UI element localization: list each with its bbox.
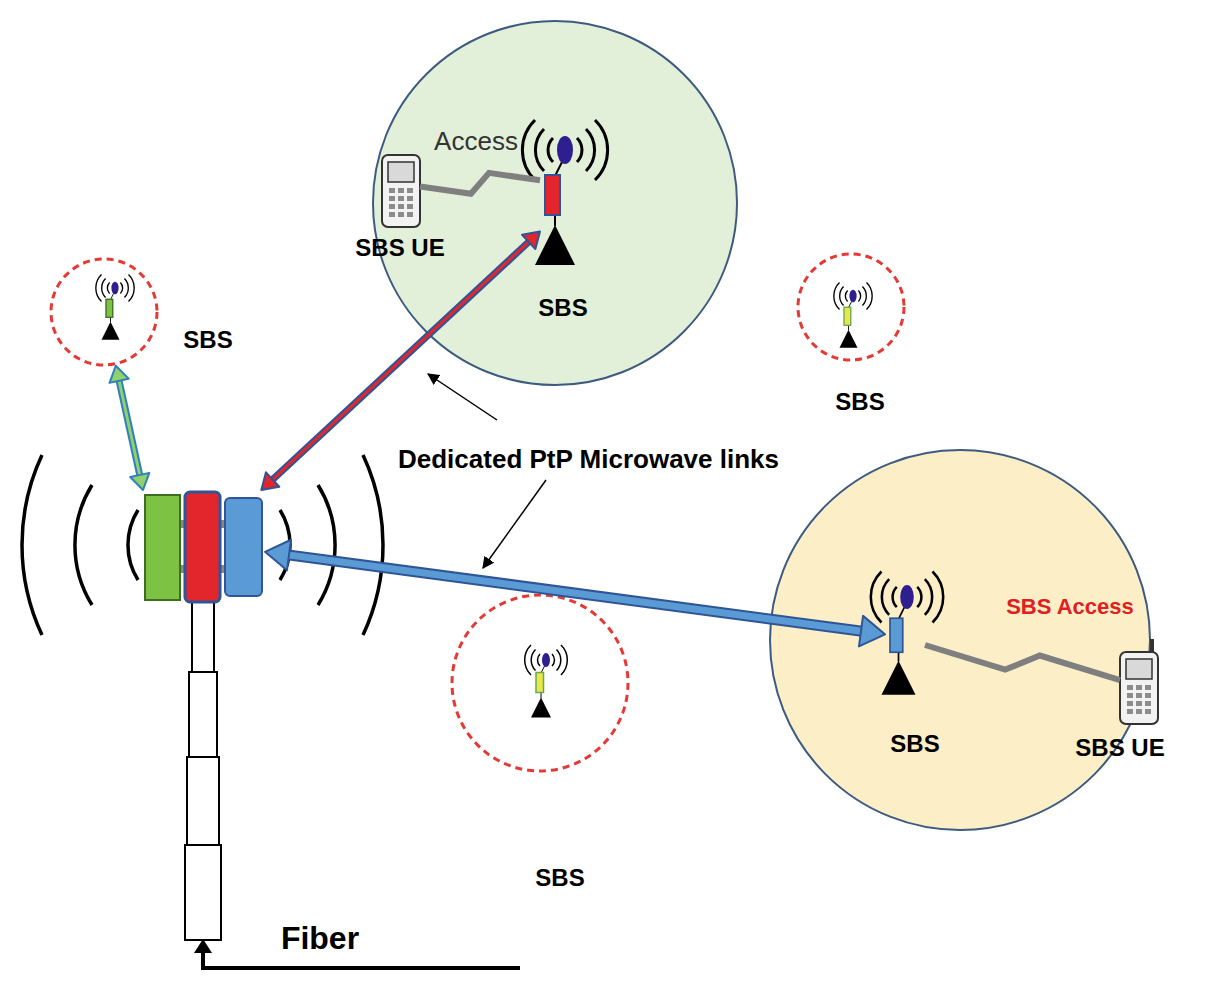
radio-waves	[280, 455, 383, 635]
arrowhead	[859, 616, 885, 647]
dashed-circle	[798, 254, 904, 360]
dashed-circle	[49, 257, 159, 367]
dashed-circle	[452, 595, 628, 771]
antenna-panel	[145, 495, 180, 600]
link-label: Access	[434, 128, 518, 154]
antenna-symbol	[871, 572, 943, 695]
user-equipment: SBS UE	[1120, 650, 1160, 725]
node-label: SBS	[835, 390, 884, 414]
small-base-station: SBS	[540, 170, 570, 265]
dashed-circle	[796, 252, 906, 362]
node-label: SBS	[183, 328, 232, 352]
microwave-link	[265, 540, 885, 647]
leader-arrow	[428, 374, 497, 420]
arrowhead	[130, 473, 149, 490]
link-label: SBS Access	[1006, 596, 1134, 618]
node-label: SBS	[535, 866, 584, 890]
small-cell: SBS	[450, 593, 630, 773]
fiber-line	[203, 950, 520, 968]
link-core	[270, 240, 531, 482]
microwave-link	[261, 231, 540, 490]
antenna-symbol	[96, 275, 134, 340]
radio-waves	[22, 455, 138, 635]
phone-symbol	[1120, 639, 1158, 724]
dashed-circle	[450, 593, 630, 773]
node-label: SBS	[890, 732, 939, 756]
dashed-circle	[51, 259, 157, 365]
link-outline	[284, 554, 866, 631]
node-label: SBS	[538, 296, 587, 320]
coverage-area	[770, 450, 1150, 830]
access-link	[420, 173, 540, 194]
antenna-panel	[185, 492, 220, 602]
phone-symbol	[382, 155, 420, 227]
microwave-link	[110, 366, 150, 490]
access-link	[925, 645, 1120, 680]
lightning-bolt	[420, 173, 540, 194]
antenna-symbol	[834, 283, 872, 348]
node-label: SBS UE	[355, 236, 444, 260]
macro-tower: Fiber	[140, 490, 265, 945]
leader-arrow	[483, 480, 546, 568]
node-label: SBS UE	[1075, 736, 1164, 760]
small-base-station: SBS	[885, 615, 925, 703]
arrowhead	[522, 231, 540, 249]
arrowhead	[110, 366, 129, 383]
link-caption: Dedicated PtP Microwave links	[398, 446, 779, 472]
antenna-symbol	[525, 645, 568, 718]
lightning-bolt	[925, 645, 1120, 680]
small-cell: SBS	[796, 252, 906, 362]
fiber-arrowhead	[194, 939, 212, 953]
mast-segment	[185, 845, 221, 940]
link-outline	[118, 378, 140, 478]
antenna-panel	[225, 498, 262, 596]
antenna-symbol	[522, 120, 607, 265]
link-core	[118, 378, 140, 478]
arrowhead	[265, 540, 291, 571]
macro-tower	[22, 455, 383, 940]
arrowhead	[261, 472, 279, 490]
link-outline	[270, 240, 531, 482]
mast-segment	[187, 757, 219, 845]
coverage-area	[373, 21, 737, 385]
user-equipment: SBS UE	[382, 155, 420, 227]
link-core	[284, 554, 866, 631]
small-cell: SBS	[49, 257, 159, 367]
mast-segment	[189, 672, 217, 757]
node-label: Fiber	[281, 922, 359, 954]
mast-segment	[192, 602, 214, 672]
